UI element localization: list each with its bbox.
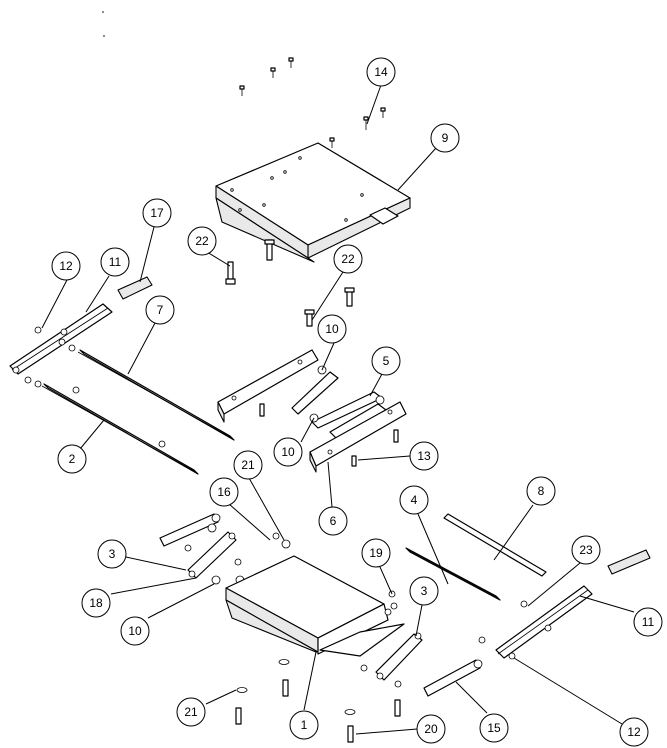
stray-mark [102, 11, 104, 13]
svg-text:9: 9 [442, 131, 449, 145]
part-1-base-housing [225, 532, 405, 657]
callout-22: 22 [187, 226, 217, 256]
callout-13: 13 [409, 441, 439, 471]
callout-10: 10 [120, 616, 150, 646]
callout-17: 17 [142, 198, 172, 228]
callout-16: 16 [209, 477, 239, 507]
callout-12: 12 [619, 717, 649, 747]
svg-text:10: 10 [281, 445, 295, 459]
svg-text:21: 21 [241, 458, 255, 472]
part-4-rod [405, 547, 501, 601]
part-7-rod [77, 349, 235, 441]
part-screws-top [239, 57, 386, 148]
part-16-cylinder [159, 513, 221, 552]
svg-text:12: 12 [59, 259, 73, 273]
callout-21: 21 [176, 697, 206, 727]
part-23-pad [607, 549, 651, 575]
callout-9: 9 [430, 123, 460, 153]
callout-12: 12 [51, 251, 81, 281]
callout-21: 21 [233, 450, 263, 480]
svg-text:6: 6 [330, 514, 337, 528]
part-17-pad [117, 276, 153, 300]
part-left-bar [217, 349, 319, 423]
svg-text:14: 14 [374, 65, 388, 79]
part-15-cylinder [423, 659, 483, 697]
callout-1: 1 [289, 710, 319, 740]
callout-8: 8 [526, 476, 556, 506]
part-clips-left [24, 326, 80, 394]
callout-11: 11 [100, 247, 130, 277]
svg-text:20: 20 [424, 722, 438, 736]
svg-text:21: 21 [184, 705, 198, 719]
svg-text:4: 4 [411, 493, 418, 507]
callout-4: 4 [399, 485, 429, 515]
svg-text:13: 13 [417, 449, 431, 463]
svg-text:10: 10 [128, 624, 142, 638]
part-washer [234, 558, 242, 566]
part-small-pin [259, 403, 265, 417]
svg-text:1: 1 [301, 718, 308, 732]
part-3-link-right [360, 632, 423, 688]
callout-11: 11 [633, 607, 663, 637]
svg-text:3: 3 [421, 584, 428, 598]
svg-text:12: 12 [627, 725, 641, 739]
part-small-pin [393, 429, 399, 443]
svg-text:3: 3 [109, 547, 116, 561]
callout-20: 20 [416, 714, 446, 744]
callout-19: 19 [361, 538, 391, 568]
part-bolts-22 [225, 239, 355, 327]
part-19-bracket [384, 590, 398, 616]
callout-18: 18 [81, 588, 111, 618]
callout-3: 3 [97, 539, 127, 569]
callout-14: 14 [366, 57, 396, 87]
svg-text:7: 7 [157, 303, 164, 317]
part-links-5 [291, 365, 387, 439]
callout-15: 15 [479, 713, 509, 743]
callout-23: 23 [571, 535, 601, 565]
callout-5: 5 [371, 346, 401, 376]
part-13-pin [351, 455, 357, 467]
callout-22: 22 [333, 244, 363, 274]
part-6-bar [309, 401, 407, 473]
svg-text:5: 5 [383, 354, 390, 368]
callout-10: 10 [273, 437, 303, 467]
svg-text:15: 15 [487, 721, 501, 735]
part-11-right-arm [478, 585, 593, 660]
part-8-rod [443, 513, 547, 577]
callout-3: 3 [409, 576, 439, 606]
part-2-rod [41, 383, 199, 475]
part-bottom-bolts [235, 659, 401, 743]
svg-text:19: 19 [369, 546, 383, 560]
part-top-plate [215, 142, 411, 263]
svg-text:2: 2 [69, 452, 76, 466]
svg-text:22: 22 [195, 234, 209, 248]
svg-text:22: 22 [341, 252, 355, 266]
callout-6: 6 [318, 506, 348, 536]
part-18-bushing [211, 575, 221, 585]
callout-10: 10 [317, 314, 347, 344]
svg-text:11: 11 [642, 615, 655, 629]
part-3-link-left [187, 531, 237, 579]
svg-text:10: 10 [325, 322, 339, 336]
svg-text:16: 16 [217, 485, 231, 499]
callout-7: 7 [145, 295, 175, 325]
svg-text:11: 11 [109, 255, 122, 269]
callout-2: 2 [57, 444, 87, 474]
leader-lines [41, 84, 635, 735]
svg-text:17: 17 [150, 206, 164, 220]
svg-text:23: 23 [579, 543, 593, 557]
svg-text:8: 8 [538, 484, 545, 498]
svg-text:18: 18 [89, 596, 103, 610]
stray-mark [103, 35, 105, 37]
